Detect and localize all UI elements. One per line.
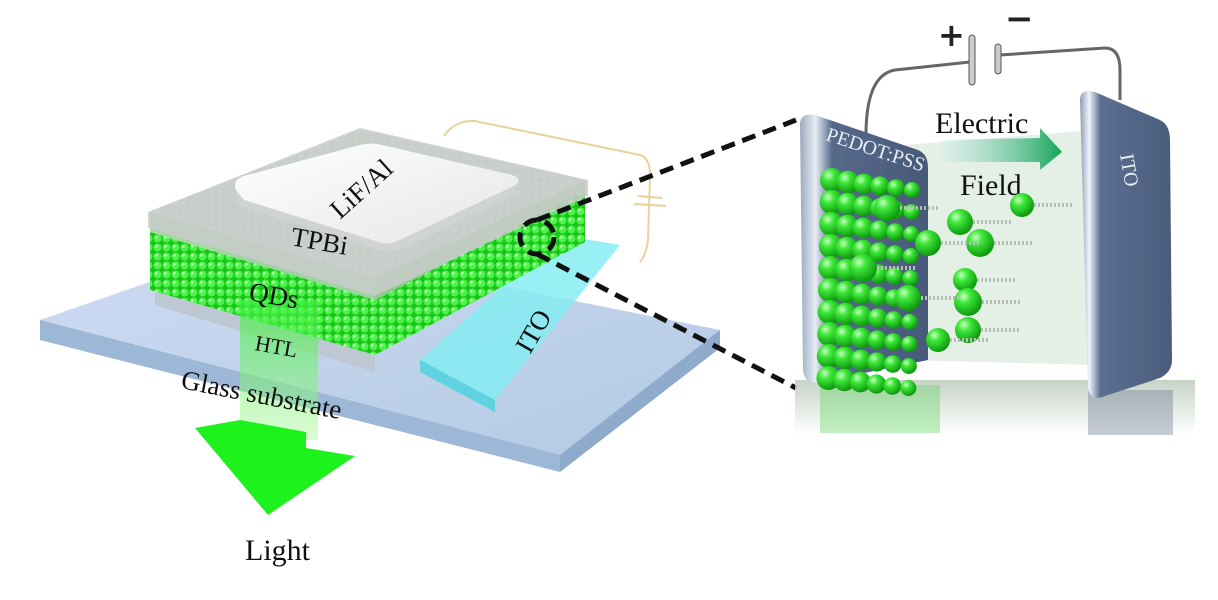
battery-negative-plate (994, 43, 1002, 75)
qd-sphere (901, 314, 918, 330)
qd-sphere (886, 223, 904, 241)
migrating-qds (849, 193, 1074, 352)
qd-sphere (915, 230, 941, 256)
qd-sphere (926, 328, 950, 352)
qd-sphere (849, 254, 877, 282)
qd-sphere (833, 346, 856, 370)
external-circuit (443, 119, 667, 263)
qd-sphere (867, 352, 887, 372)
qd-sphere (834, 324, 857, 348)
ito-layer (420, 235, 620, 412)
qd-sphere (836, 170, 860, 194)
qd-sphere (850, 371, 871, 393)
ito-electrode-plate: ITO (1080, 91, 1172, 398)
qd-sphere (836, 214, 859, 238)
qd-sphere (903, 226, 920, 242)
qd-sphere (850, 349, 872, 371)
qd-sphere (853, 173, 875, 195)
qd-sphere (851, 283, 873, 305)
qd-sphere (885, 267, 904, 285)
qd-sphere (874, 195, 900, 221)
qd-sphere (947, 209, 973, 235)
qd-sphere (954, 288, 982, 316)
qd-sphere (900, 380, 917, 396)
qd-sphere (833, 368, 856, 392)
qd-sphere (903, 204, 920, 220)
qd-sphere (902, 248, 919, 264)
qd-sphere (884, 311, 903, 329)
qd-sphere (867, 330, 887, 350)
lif-al-electrode (235, 143, 519, 252)
qd-sphere (900, 358, 917, 374)
qd-sphere (853, 195, 874, 217)
qd-sphere (884, 355, 902, 373)
qd-sphere (1010, 193, 1034, 217)
qd-layer (150, 190, 585, 355)
zoom-callout (517, 117, 798, 391)
qd-sphere (966, 229, 994, 257)
qd-sphere (850, 327, 872, 349)
qd-sphere (895, 285, 921, 311)
qd-sphere (870, 176, 890, 196)
qd-sphere (835, 236, 858, 260)
qd-sphere (834, 280, 858, 304)
battery-negative-sign: − (1005, 0, 1034, 39)
battery-circuit: + − (864, 0, 1122, 136)
qd-sphere (868, 308, 888, 328)
qd-sphere (902, 270, 919, 286)
qd-sphere (869, 242, 889, 262)
qd-sphere (851, 305, 872, 327)
field-label-field: Field (960, 169, 1022, 202)
electric-field-panel: + − ITO PEDOT:PSS Electric Field (795, 0, 1195, 435)
battery-positive-plate (968, 34, 976, 86)
qd-sphere (953, 268, 977, 292)
qd-sphere (886, 245, 904, 263)
field-region (905, 130, 1095, 365)
field-label-electric: Electric (935, 107, 1028, 140)
battery-positive-sign: + (938, 16, 965, 54)
qd-sphere (868, 286, 888, 306)
light-arrow (195, 420, 355, 515)
qd-sphere (852, 217, 874, 239)
qd-sphere (901, 336, 918, 352)
qd-sphere (883, 377, 902, 395)
qd-sphere (836, 192, 859, 216)
device-stack-illustration: LiF/Al TPBi QDs HTL ITO Glass substrate … (40, 117, 798, 567)
qd-sphere (904, 182, 920, 198)
qd-lattice (816, 168, 920, 396)
qd-sphere (887, 179, 905, 197)
label-light: Light (245, 534, 311, 567)
electric-field-arrow (940, 128, 1062, 170)
qd-sphere (884, 333, 902, 351)
emission-beam (240, 300, 318, 440)
qd-sphere (869, 220, 889, 240)
qd-sphere (834, 302, 857, 326)
qd-sphere (955, 317, 981, 343)
qd-sphere (866, 374, 887, 394)
